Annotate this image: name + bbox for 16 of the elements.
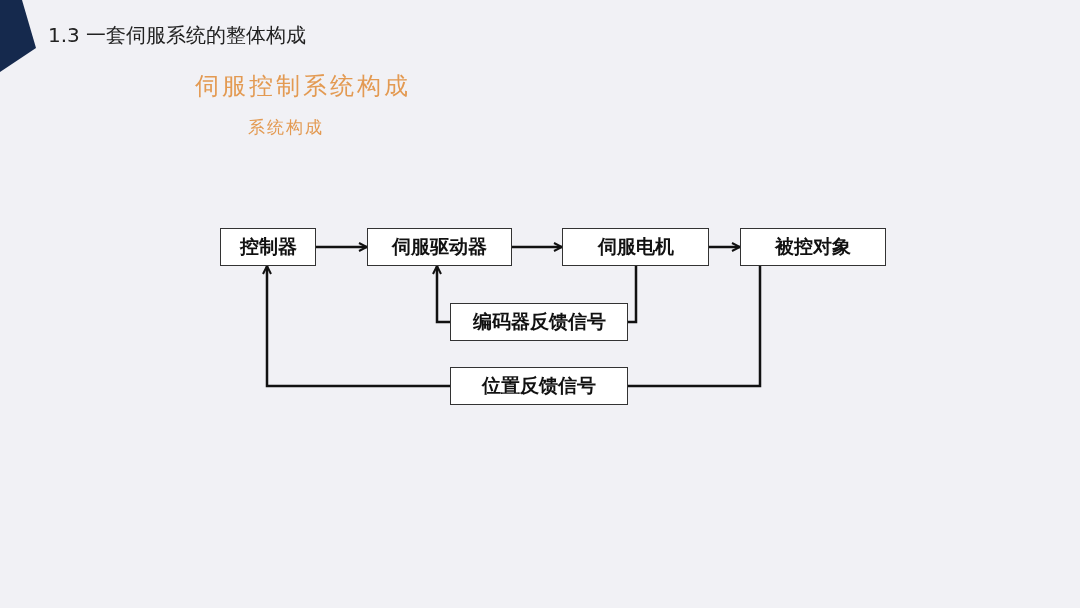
signal-box: 编码器反馈信号 [450,303,628,341]
connector-line [628,266,638,324]
process-box: 伺服电机 [562,228,709,266]
process-box: 被控对象 [740,228,886,266]
signal-box: 位置反馈信号 [450,367,628,405]
arrow [316,242,368,252]
process-box: 伺服驱动器 [367,228,512,266]
process-box: 控制器 [220,228,316,266]
connector-line [628,266,762,388]
slide-title: 1.3 一套伺服系统的整体构成 [48,22,307,49]
arrow [432,265,450,324]
section-heading: 伺服控制系统构成 [195,71,411,102]
arrow [262,265,450,388]
arrow [709,242,741,252]
section-subheading: 系统构成 [248,116,324,139]
arrow [512,242,563,252]
